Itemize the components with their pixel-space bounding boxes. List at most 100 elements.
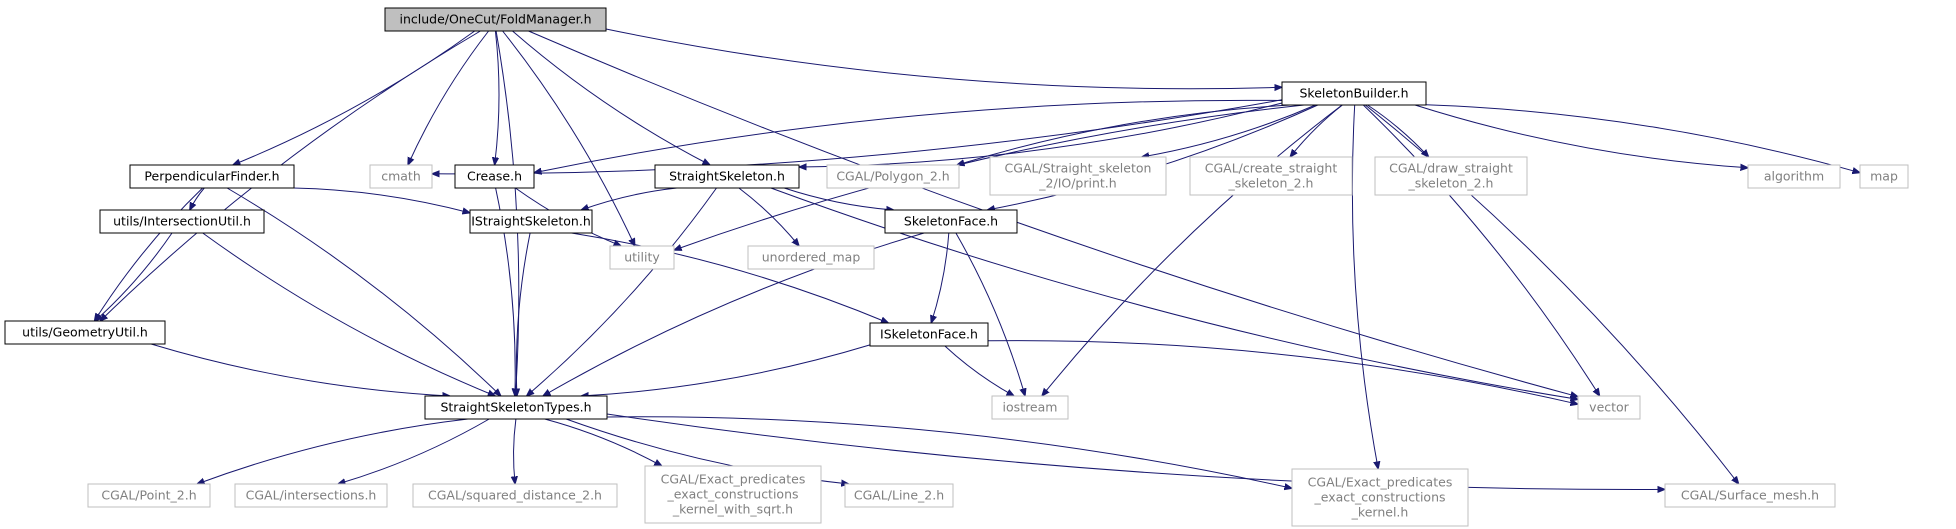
- edge-line: [514, 418, 516, 484]
- edge-line: [495, 30, 500, 165]
- edge-line: [944, 345, 1014, 396]
- edge-line: [94, 187, 203, 321]
- node-label: cmath: [381, 169, 421, 184]
- edge-iss-to-isf: [571, 232, 889, 323]
- node-label: PerpendicularFinder.h: [144, 169, 279, 184]
- node-label: CGAL/Straight_skeleton: [1005, 161, 1152, 176]
- node-label: CGAL/Polygon_2.h: [836, 169, 949, 184]
- node-label: CGAL/squared_distance_2.h: [428, 488, 602, 503]
- node-sst[interactable]: StraightSkeletonTypes.h: [424, 395, 608, 420]
- node-box: [87, 483, 211, 508]
- node-box: [369, 164, 433, 189]
- edge-line: [1364, 104, 1738, 484]
- node-box: [1374, 156, 1528, 196]
- edge-pf-to-sst: [226, 187, 501, 396]
- edge-line: [606, 416, 1292, 489]
- edge-line: [1367, 104, 1429, 157]
- edge-fold-to-vector: [528, 30, 1579, 397]
- edge-line: [502, 30, 635, 246]
- node-sb[interactable]: SkeletonBuilder.h: [1281, 81, 1427, 106]
- node-poly: CGAL/Polygon_2.h: [826, 164, 960, 189]
- edge-line: [581, 344, 871, 396]
- node-vector: vector: [1577, 395, 1641, 420]
- edge-line: [544, 418, 662, 466]
- node-fold[interactable]: include/OneCut/FoldManager.h: [384, 7, 607, 32]
- edge-line: [571, 232, 889, 323]
- node-label: _exact_constructions: [666, 487, 798, 502]
- node-label: _kernel_with_sqrt.h: [672, 502, 793, 517]
- node-box: [99, 209, 265, 234]
- node-algorithm: algorithm: [1747, 164, 1841, 189]
- edge-line: [738, 187, 799, 246]
- node-sf[interactable]: SkeletonFace.h: [884, 209, 1018, 234]
- node-ss[interactable]: StraightSkeleton.h: [654, 164, 800, 189]
- node-label: CGAL/Exact_predicates: [1308, 475, 1453, 490]
- node-box: [884, 209, 1018, 234]
- node-label: utils/GeometryUtil.h: [22, 325, 148, 340]
- node-box: [469, 209, 593, 234]
- edge-line: [581, 187, 677, 210]
- edge-line: [95, 232, 173, 321]
- node-box: [1281, 81, 1427, 106]
- node-crease[interactable]: Crease.h: [454, 164, 535, 189]
- node-gu[interactable]: utils/GeometryUtil.h: [4, 320, 166, 345]
- nodes: include/OneCut/FoldManager.hSkeletonBuil…: [4, 7, 1909, 527]
- edge-gu-to-sst: [150, 343, 450, 396]
- edge-line: [226, 187, 501, 396]
- edge-line: [190, 187, 205, 210]
- edge-line: [197, 418, 469, 484]
- node-box: [454, 164, 535, 189]
- node-box: [1291, 468, 1469, 527]
- node-label: iostream: [1003, 400, 1058, 415]
- edge-iu-to-sst: [202, 232, 496, 396]
- edge-pf-to-gu: [94, 187, 203, 321]
- edge-ss-to-sf: [784, 187, 894, 210]
- edge-isf-to-sst: [581, 344, 871, 396]
- node-label: utility: [624, 250, 660, 265]
- edge-sb-to-crease: [534, 99, 1283, 172]
- node-label: Crease.h: [467, 169, 522, 184]
- node-isf[interactable]: ISkeletonFace.h: [869, 322, 989, 347]
- edge-line: [605, 28, 1282, 89]
- edge-ss-to-iss: [581, 187, 677, 210]
- node-create: CGAL/create_straight_skeleton_2.h: [1189, 156, 1353, 196]
- edge-line: [957, 104, 1291, 165]
- node-epeck: CGAL/Exact_predicates_exact_construction…: [1291, 468, 1469, 527]
- edge-line: [432, 99, 1283, 174]
- node-label: CGAL/Line_2.h: [854, 488, 944, 503]
- node-label: CGAL/Surface_mesh.h: [1681, 488, 1819, 503]
- node-label: vector: [1589, 400, 1630, 415]
- edge-ss-to-vector: [770, 187, 1578, 399]
- node-label: _skeleton_2.h: [1228, 176, 1314, 191]
- edge-iss-to-sst: [516, 232, 531, 396]
- edge-sb-to-map: [1425, 104, 1860, 173]
- node-label: _kernel.h: [1351, 505, 1409, 520]
- edge-sst-to-point: [197, 418, 469, 484]
- edge-sb-to-utility: [674, 104, 1305, 250]
- node-box: [234, 483, 388, 508]
- node-cmath: cmath: [369, 164, 433, 189]
- edge-sf-to-iostream: [955, 232, 1025, 396]
- edge-line: [1142, 104, 1316, 157]
- edge-line: [1425, 104, 1860, 173]
- edge-isf-to-iostream: [944, 345, 1014, 396]
- node-box: [1577, 395, 1641, 420]
- edge-line: [150, 343, 450, 396]
- node-label: CGAL/Point_2.h: [101, 488, 196, 503]
- node-box: [989, 156, 1167, 196]
- edge-line: [1414, 104, 1748, 168]
- node-pf[interactable]: PerpendicularFinder.h: [129, 164, 295, 189]
- edge-sb-to-smesh: [1364, 104, 1738, 484]
- node-iss[interactable]: IStraightSkeleton.h: [469, 209, 593, 234]
- node-point: CGAL/Point_2.h: [87, 483, 211, 508]
- node-box: [747, 245, 875, 270]
- node-box: [609, 245, 675, 270]
- node-epeck_sqrt: CGAL/Exact_predicates_exact_construction…: [644, 465, 822, 524]
- edge-ss-to-sst: [527, 187, 717, 396]
- edge-fold-to-sb: [605, 28, 1282, 89]
- edge-line: [202, 232, 496, 396]
- node-iu[interactable]: utils/IntersectionUtil.h: [99, 209, 265, 234]
- edge-sb-to-cmath: [432, 99, 1283, 174]
- edge-line: [534, 99, 1283, 172]
